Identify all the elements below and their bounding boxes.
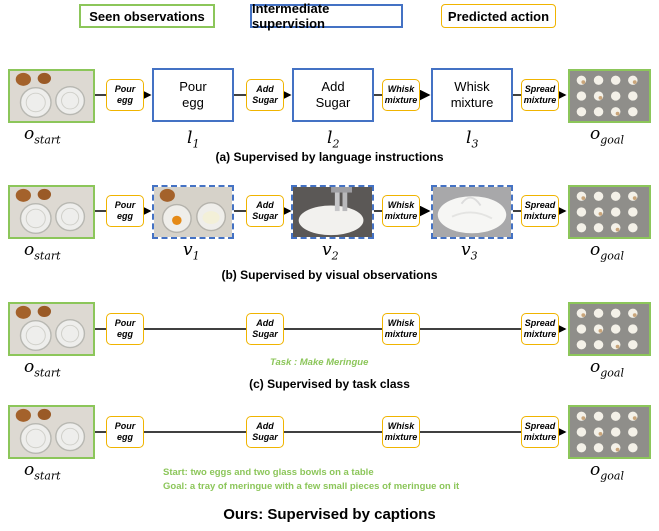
eggs-and-bowls-photo bbox=[10, 187, 93, 237]
label-o-start: ostart bbox=[24, 460, 61, 483]
caption-goal-text: Goal: a tray of meringue with a few smal… bbox=[163, 481, 460, 492]
eggs-and-bowls-photo bbox=[10, 71, 93, 121]
caption-c: (c) Supervised by task class bbox=[249, 377, 410, 391]
label-o-goal: ogoal bbox=[590, 240, 624, 263]
start-observation-image bbox=[8, 302, 95, 356]
legend-intermediate-supervision: Intermediate supervision bbox=[250, 1, 403, 31]
goal-observation-image bbox=[568, 302, 651, 356]
start-observation-image bbox=[8, 185, 95, 239]
caption-ours: Ours: Supervised by captions bbox=[223, 506, 436, 523]
meringue-tray-photo bbox=[570, 71, 649, 121]
visual-observation-v2-image bbox=[291, 185, 374, 239]
goal-observation-image bbox=[568, 69, 651, 123]
eggs-and-bowls-photo bbox=[10, 304, 93, 354]
visual-observation-v1-image bbox=[152, 185, 234, 239]
legend-predicted-action: Predicted action bbox=[441, 4, 556, 28]
label-o-start: ostart bbox=[24, 240, 61, 263]
meringue-tray-photo bbox=[570, 304, 649, 354]
meringue-tray-photo bbox=[570, 187, 649, 237]
task-class-text: Task : Make Meringue bbox=[270, 357, 369, 368]
start-observation-image bbox=[8, 405, 95, 459]
goal-observation-image bbox=[568, 405, 651, 459]
visual-observation-v3-image bbox=[431, 185, 513, 239]
label-o-start: ostart bbox=[24, 357, 61, 380]
whipped-meringue-photo bbox=[433, 187, 511, 237]
label-v1: v1 bbox=[183, 240, 200, 263]
eggs-and-bowls-photo bbox=[10, 407, 93, 457]
caption-start-text: Start: two eggs and two glass bowls on a… bbox=[163, 467, 374, 478]
label-v2: v2 bbox=[322, 240, 339, 263]
caption-b: (b) Supervised by visual observations bbox=[221, 268, 438, 282]
label-o-goal: ogoal bbox=[590, 357, 624, 380]
label-l3: l3 bbox=[466, 128, 479, 151]
label-v3: v3 bbox=[461, 240, 478, 263]
label-o-goal: ogoal bbox=[590, 124, 624, 147]
label-o-goal: ogoal bbox=[590, 460, 624, 483]
label-l1: l1 bbox=[187, 128, 200, 151]
goal-observation-image bbox=[568, 185, 651, 239]
caption-a: (a) Supervised by language instructions bbox=[215, 150, 444, 164]
label-o-start: ostart bbox=[24, 124, 61, 147]
label-l2: l2 bbox=[327, 128, 340, 151]
meringue-tray-photo bbox=[570, 407, 649, 457]
legend-seen-observations: Seen observations bbox=[79, 4, 215, 28]
start-observation-image bbox=[8, 69, 95, 123]
eggs-in-bowls-photo bbox=[154, 187, 232, 237]
whisking-photo bbox=[293, 187, 372, 237]
